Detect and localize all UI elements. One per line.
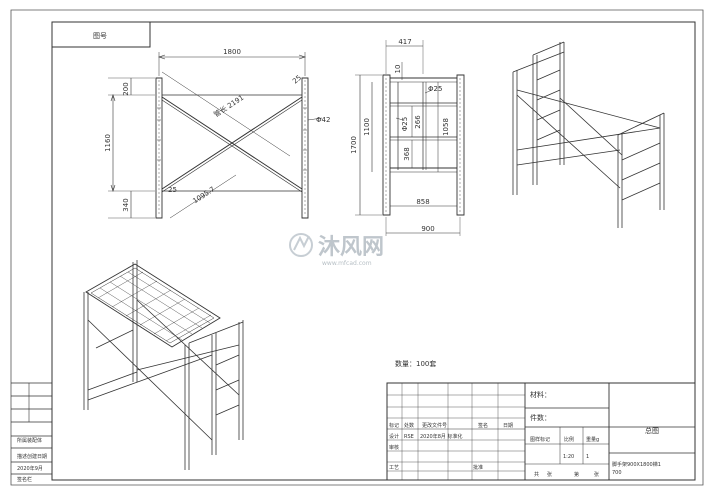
- dim-brace-half: 1095.7: [191, 185, 216, 205]
- drawing-title: 总图: [645, 426, 659, 435]
- iso-view-platform: [84, 260, 243, 470]
- corner-tab-box: [52, 22, 150, 47]
- dim-368: 368: [403, 147, 411, 160]
- dim-brace-angle-bottom: 25: [168, 186, 177, 194]
- dim-brace-length: 管长 2191: [212, 93, 245, 119]
- dim-inner-height: 1100: [363, 118, 371, 136]
- inner-border: [52, 22, 695, 480]
- watermark-url: www.mfcad.com: [322, 260, 372, 267]
- row-approve: 批准: [473, 464, 483, 471]
- dim-tube-diameter: Φ42: [316, 116, 330, 124]
- row-design-note: 2020年8月 标准化: [420, 433, 463, 440]
- weight-label: 重量g: [586, 436, 599, 443]
- corner-tab-label: 图号: [93, 32, 107, 40]
- dim-inner-width: 858: [416, 198, 429, 206]
- row-design-value: RSE: [404, 434, 414, 440]
- hdr-sign: 签名: [478, 422, 488, 429]
- row-design: 设计: [389, 433, 399, 440]
- side-view: [355, 40, 464, 236]
- dim-brace-angle-top: 25: [291, 74, 303, 86]
- dim-rung-pitch: 417: [398, 38, 411, 46]
- side-right-post: [457, 75, 464, 215]
- sheets-total: 共: [534, 471, 539, 478]
- scale-label: 比例: [564, 436, 574, 443]
- material-label: 材料：: [530, 390, 551, 399]
- title-block: [387, 383, 695, 480]
- dim-rung-dia-2: Φ25: [401, 117, 409, 131]
- front-right-post: [302, 78, 308, 218]
- front-left-post: [156, 78, 162, 218]
- side-left-post: [383, 75, 390, 215]
- dim-top-gap: 10: [394, 65, 402, 74]
- dim-overall-width: 1800: [223, 48, 241, 56]
- drawing-code: 700: [612, 470, 622, 476]
- watermark: 沐风网 www.mfcad.com: [290, 234, 384, 267]
- dim-266: 266: [414, 115, 422, 129]
- title-block-text: 材料： 件数： 标记 处数 更改文件号 签名 日期 设计 RSE 2020年8月…: [389, 390, 661, 478]
- dim-outer-width: 900: [421, 225, 434, 233]
- row-process: 工艺: [389, 465, 399, 471]
- strip-sign: 签名栏: [17, 476, 32, 483]
- sheet-label-2: 张: [594, 471, 599, 478]
- parts-label: 件数：: [530, 413, 551, 422]
- row-review: 审核: [389, 444, 399, 451]
- side-view-labels: 417 10 Φ25 Φ25 1700 1100 266 368 1058 85…: [350, 38, 450, 233]
- iso-view-frame: [513, 42, 664, 228]
- dim-bottom-offset: 340: [122, 198, 130, 211]
- drawing-name: 脚手架900X1800梯1: [612, 461, 661, 468]
- stage-label: 图样标记: [530, 436, 550, 443]
- dim-top-offset: 200: [122, 82, 130, 95]
- strip-created: 描述创建日期: [17, 453, 47, 460]
- front-view: [108, 52, 322, 218]
- dim-rung-dia-1: Φ25: [428, 85, 442, 93]
- scale-value: 1:20: [563, 454, 574, 460]
- strip-date: 2020年9月: [17, 465, 43, 472]
- sheet-no: 第: [574, 471, 579, 478]
- hdr-count: 处数: [404, 422, 414, 429]
- sheets-label: 张: [547, 471, 552, 478]
- watermark-brand: 沐风网: [318, 235, 384, 260]
- dim-frame-height: 1160: [104, 134, 112, 152]
- quantity-note: 数量：100套: [395, 359, 436, 368]
- weight-value: 1: [586, 454, 589, 460]
- dim-overall-height: 1700: [350, 136, 358, 154]
- strip-assembly: 所属装配体: [17, 437, 42, 444]
- left-strip: 所属装配体 描述创建日期 2020年9月 签名栏: [11, 383, 52, 483]
- outer-border: [11, 10, 703, 485]
- hdr-mark: 标记: [389, 422, 399, 429]
- hdr-docno: 更改文件号: [422, 422, 447, 429]
- hdr-date: 日期: [503, 423, 513, 429]
- dim-1058: 1058: [442, 118, 450, 136]
